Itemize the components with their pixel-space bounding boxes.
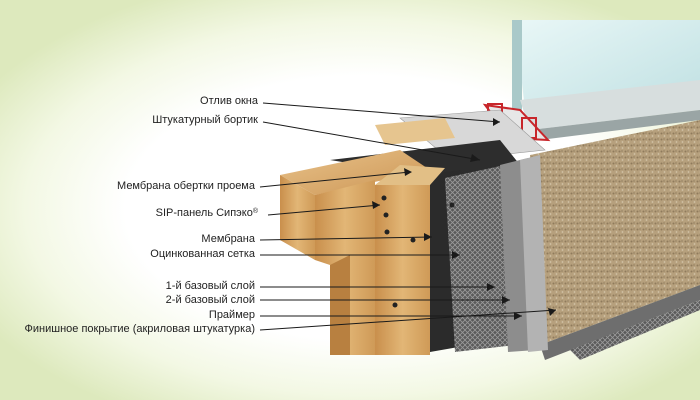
arrow-praymer — [514, 312, 522, 320]
arrow-membrana — [424, 233, 432, 241]
label-finish: Финишное покрытие (акриловая штукатурка) — [24, 323, 255, 335]
arrow-sloy1 — [487, 283, 495, 291]
label-setka: Оцинкованная сетка — [150, 248, 255, 260]
label-sip-mark: ® — [252, 208, 258, 215]
label-membrana: Мембрана — [201, 233, 255, 245]
leader-membrana-obertki — [259, 171, 411, 188]
arrow-sip — [372, 201, 380, 209]
plaster-facade — [530, 120, 700, 345]
galvanized-mesh — [445, 165, 515, 352]
screw-7 — [392, 302, 398, 308]
label-bortik: Штукатурный бортик — [152, 114, 258, 126]
label-membrana-obertki: Мембрана обертки проема — [117, 180, 255, 192]
wood-post-side — [330, 255, 350, 355]
mesh-bottom-strip — [570, 300, 700, 360]
screw-3 — [384, 229, 390, 235]
window-frame-left — [512, 20, 522, 120]
window-frame-shadow — [530, 110, 700, 140]
leader-otliv — [262, 102, 501, 123]
label-praymer: Праймер — [208, 309, 255, 321]
wood-top — [280, 150, 430, 195]
label-sloy1: 1-й базовый слой — [165, 280, 255, 292]
label-sip-text: SIP-панель Сипэко — [155, 207, 253, 219]
opening-membrane — [330, 140, 520, 178]
arrow-otliv — [493, 118, 500, 126]
plaster-bead — [375, 118, 455, 145]
screw-5 — [449, 202, 455, 208]
primer-layer — [520, 155, 548, 352]
arrow-bortik — [470, 154, 480, 162]
label-otliv: Отлив окна — [200, 95, 258, 107]
screw-1 — [381, 195, 387, 201]
arrow-membrana-obertki — [404, 168, 412, 176]
arrow-finish — [548, 308, 556, 316]
arrow-setka — [452, 251, 460, 259]
screw-2 — [383, 212, 389, 218]
label-sloy2: 2-й базовый слой — [165, 294, 255, 306]
wood-panel-top — [375, 165, 445, 185]
screw-4 — [410, 237, 416, 243]
leader-sip — [267, 204, 381, 216]
plaster-bottom-edge — [540, 285, 700, 360]
label-sip-panel: SIP-панель Сипэко® — [156, 207, 258, 220]
leader-finish — [259, 309, 557, 331]
leader-membrana — [259, 236, 433, 241]
window-frame-bottom — [520, 80, 700, 130]
arrow-sloy2 — [502, 296, 510, 304]
leader-bortik — [262, 121, 481, 161]
